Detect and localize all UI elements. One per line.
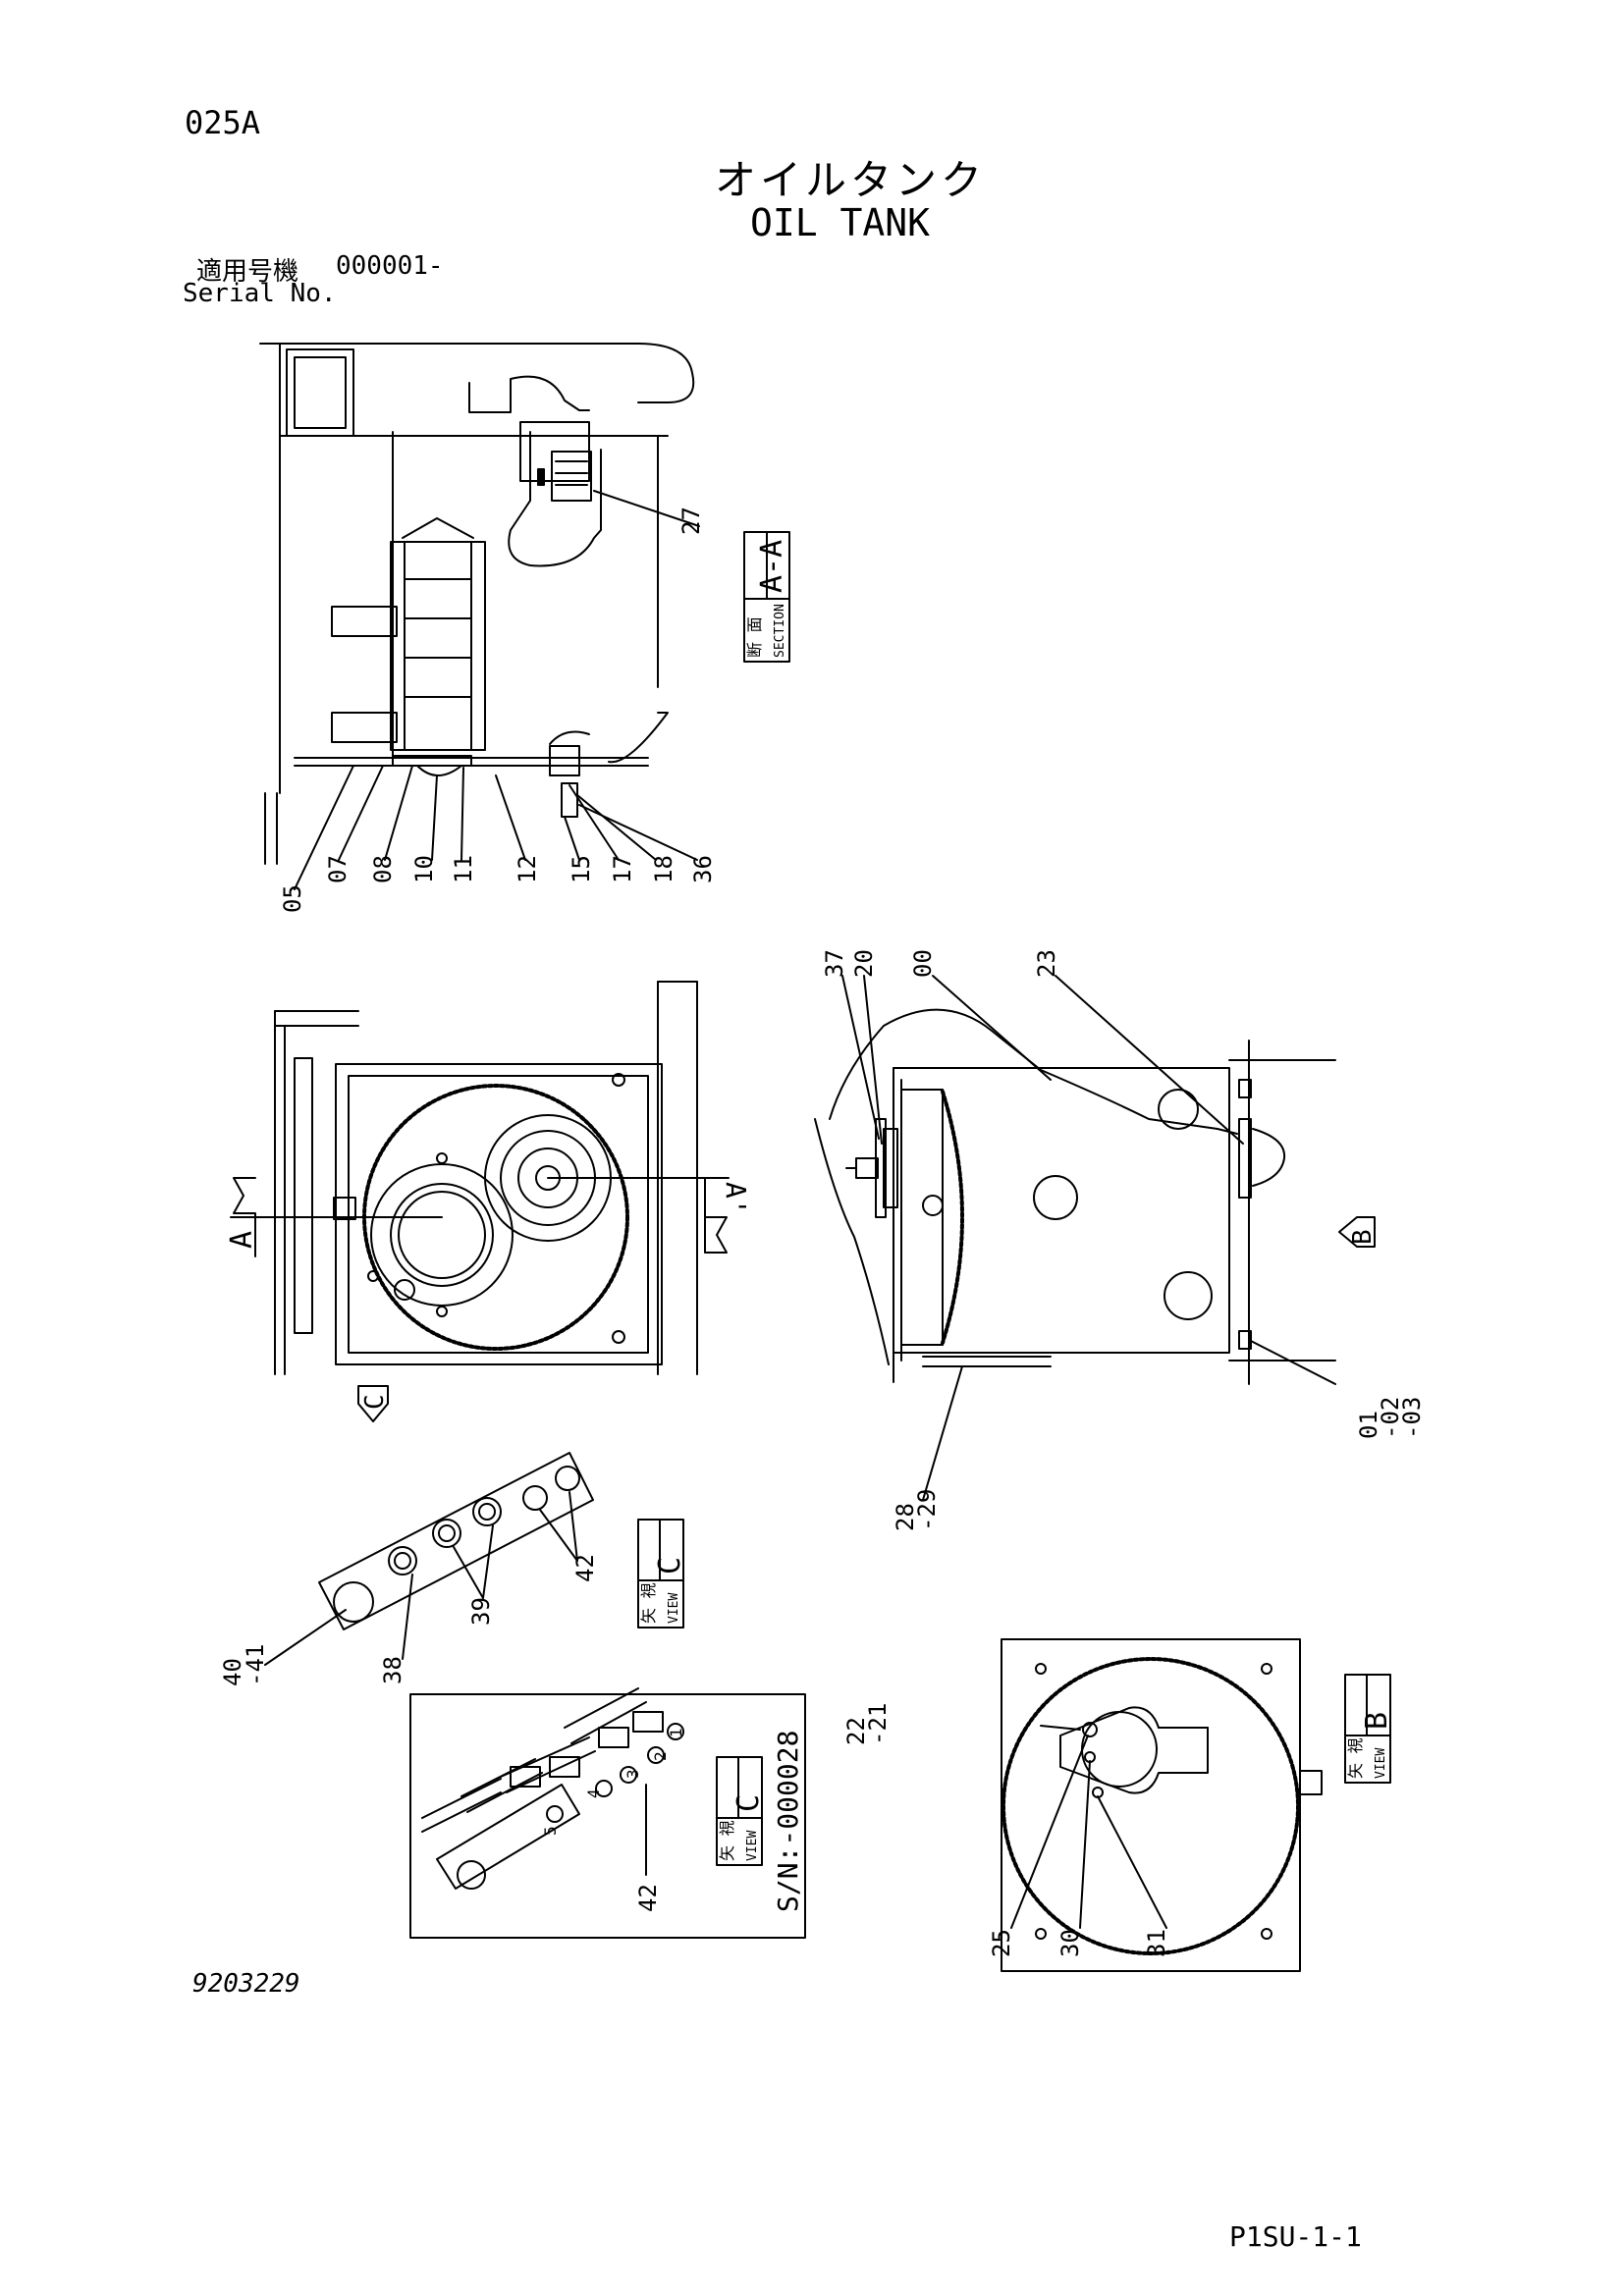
callout-29: -29 [913, 1489, 941, 1531]
serial-value: 000001- [336, 251, 444, 281]
view-c-serial-range: S/N:-000028 [772, 1731, 804, 1912]
callout-07: 07 [324, 855, 352, 883]
callout-38: 38 [379, 1656, 406, 1684]
svg-text:矢 視: 矢 視 [639, 1582, 658, 1624]
port-3: 3 [623, 1769, 642, 1779]
callout-03: -03 [1398, 1397, 1426, 1439]
section-aa-view: 27 05 07 08 10 11 12 15 17 18 36 断 面 SEC… [259, 343, 790, 913]
callout-21: -21 [864, 1703, 892, 1745]
callout-01: 01 [1355, 1411, 1382, 1439]
drawing-number: 9203229 [192, 1969, 300, 1999]
callout-30: 30 [1056, 1929, 1084, 1957]
callout-37: 37 [821, 949, 848, 978]
port-4: 4 [584, 1789, 603, 1798]
section-aa-label: 断 面 SECTION A-A [743, 531, 790, 663]
section-a-arrow: A [225, 1177, 259, 1257]
callout-12: 12 [514, 855, 541, 883]
callout-05: 05 [279, 884, 306, 913]
footer-code: P1SU-1-1 [1229, 2220, 1362, 2253]
title-english: OIL TANK [750, 201, 931, 244]
section-a-prime-arrow: A' [704, 1177, 752, 1254]
callout-17: 17 [609, 855, 636, 883]
view-b-label: 矢 視 VIEW B [1344, 1674, 1394, 1784]
svg-text:C: C [653, 1557, 687, 1575]
svg-text:矢 視: 矢 視 [1346, 1737, 1365, 1779]
serial-label-english: Serial No. [183, 279, 337, 308]
callout-11: 11 [450, 855, 477, 883]
callout-31: 31 [1143, 1929, 1170, 1957]
svg-text:VIEW: VIEW [667, 1593, 681, 1624]
page-code: 025A [185, 104, 261, 141]
svg-text:A': A' [720, 1182, 752, 1215]
callout-08: 08 [369, 855, 397, 883]
tank-side-view: 37 20 00 23 28 -29 01 -02 -03 B [814, 949, 1426, 1531]
callout-18: 18 [650, 855, 677, 883]
callout-15: 15 [568, 855, 595, 883]
view-b-arrow: B [1338, 1216, 1378, 1248]
view-c-label: 矢 視 VIEW C [637, 1519, 687, 1629]
view-b-detail: 22 -21 25 30 31 矢 視 VIEW B [842, 1638, 1394, 1972]
callout-42-old: 42 [634, 1884, 662, 1912]
callout-22: 22 [842, 1717, 870, 1745]
tank-top-view: A A' C [225, 981, 752, 1422]
svg-text:VIEW: VIEW [745, 1831, 760, 1861]
callout-41: -41 [242, 1644, 269, 1686]
svg-text:VIEW: VIEW [1374, 1748, 1388, 1779]
svg-text:A: A [225, 1231, 259, 1249]
svg-text:B: B [1348, 1229, 1378, 1245]
callout-40: 40 [219, 1658, 246, 1686]
callout-39: 39 [467, 1597, 495, 1626]
view-c-arrow: C [357, 1385, 390, 1422]
callout-36: 36 [689, 855, 717, 883]
callout-02: -02 [1377, 1397, 1404, 1439]
view-c-old-label: 矢 視 VIEW C S/N:-000028 [716, 1731, 804, 1912]
callout-10: 10 [410, 855, 438, 883]
svg-text:A-A: A-A [755, 540, 789, 593]
callout-00: 00 [909, 949, 937, 978]
svg-text:矢 視: 矢 視 [718, 1820, 736, 1861]
svg-text:C: C [731, 1794, 766, 1812]
callout-28: 28 [892, 1503, 919, 1531]
title-japanese: オイルタンク [715, 156, 987, 204]
svg-text:断 面: 断 面 [745, 616, 764, 658]
callout-27: 27 [677, 507, 705, 535]
port-2: 2 [651, 1751, 670, 1761]
svg-text:C: C [360, 1394, 390, 1410]
svg-text:B: B [1360, 1712, 1394, 1730]
view-c-old-detail: 42 1 2 3 4 5 矢 視 VIEW C S/N:-000028 [409, 1687, 806, 1939]
callout-25: 25 [988, 1929, 1015, 1957]
svg-text:SECTION: SECTION [773, 604, 787, 658]
callout-42: 42 [571, 1554, 599, 1582]
port-1: 1 [667, 1728, 685, 1737]
callout-20: 20 [850, 949, 878, 978]
serial-label-japanese: 適用号機 [196, 257, 299, 287]
port-5: 5 [541, 1826, 560, 1836]
view-c-detail: 40 -41 38 39 42 矢 視 VIEW C [219, 1452, 687, 1686]
callout-23: 23 [1033, 949, 1060, 978]
